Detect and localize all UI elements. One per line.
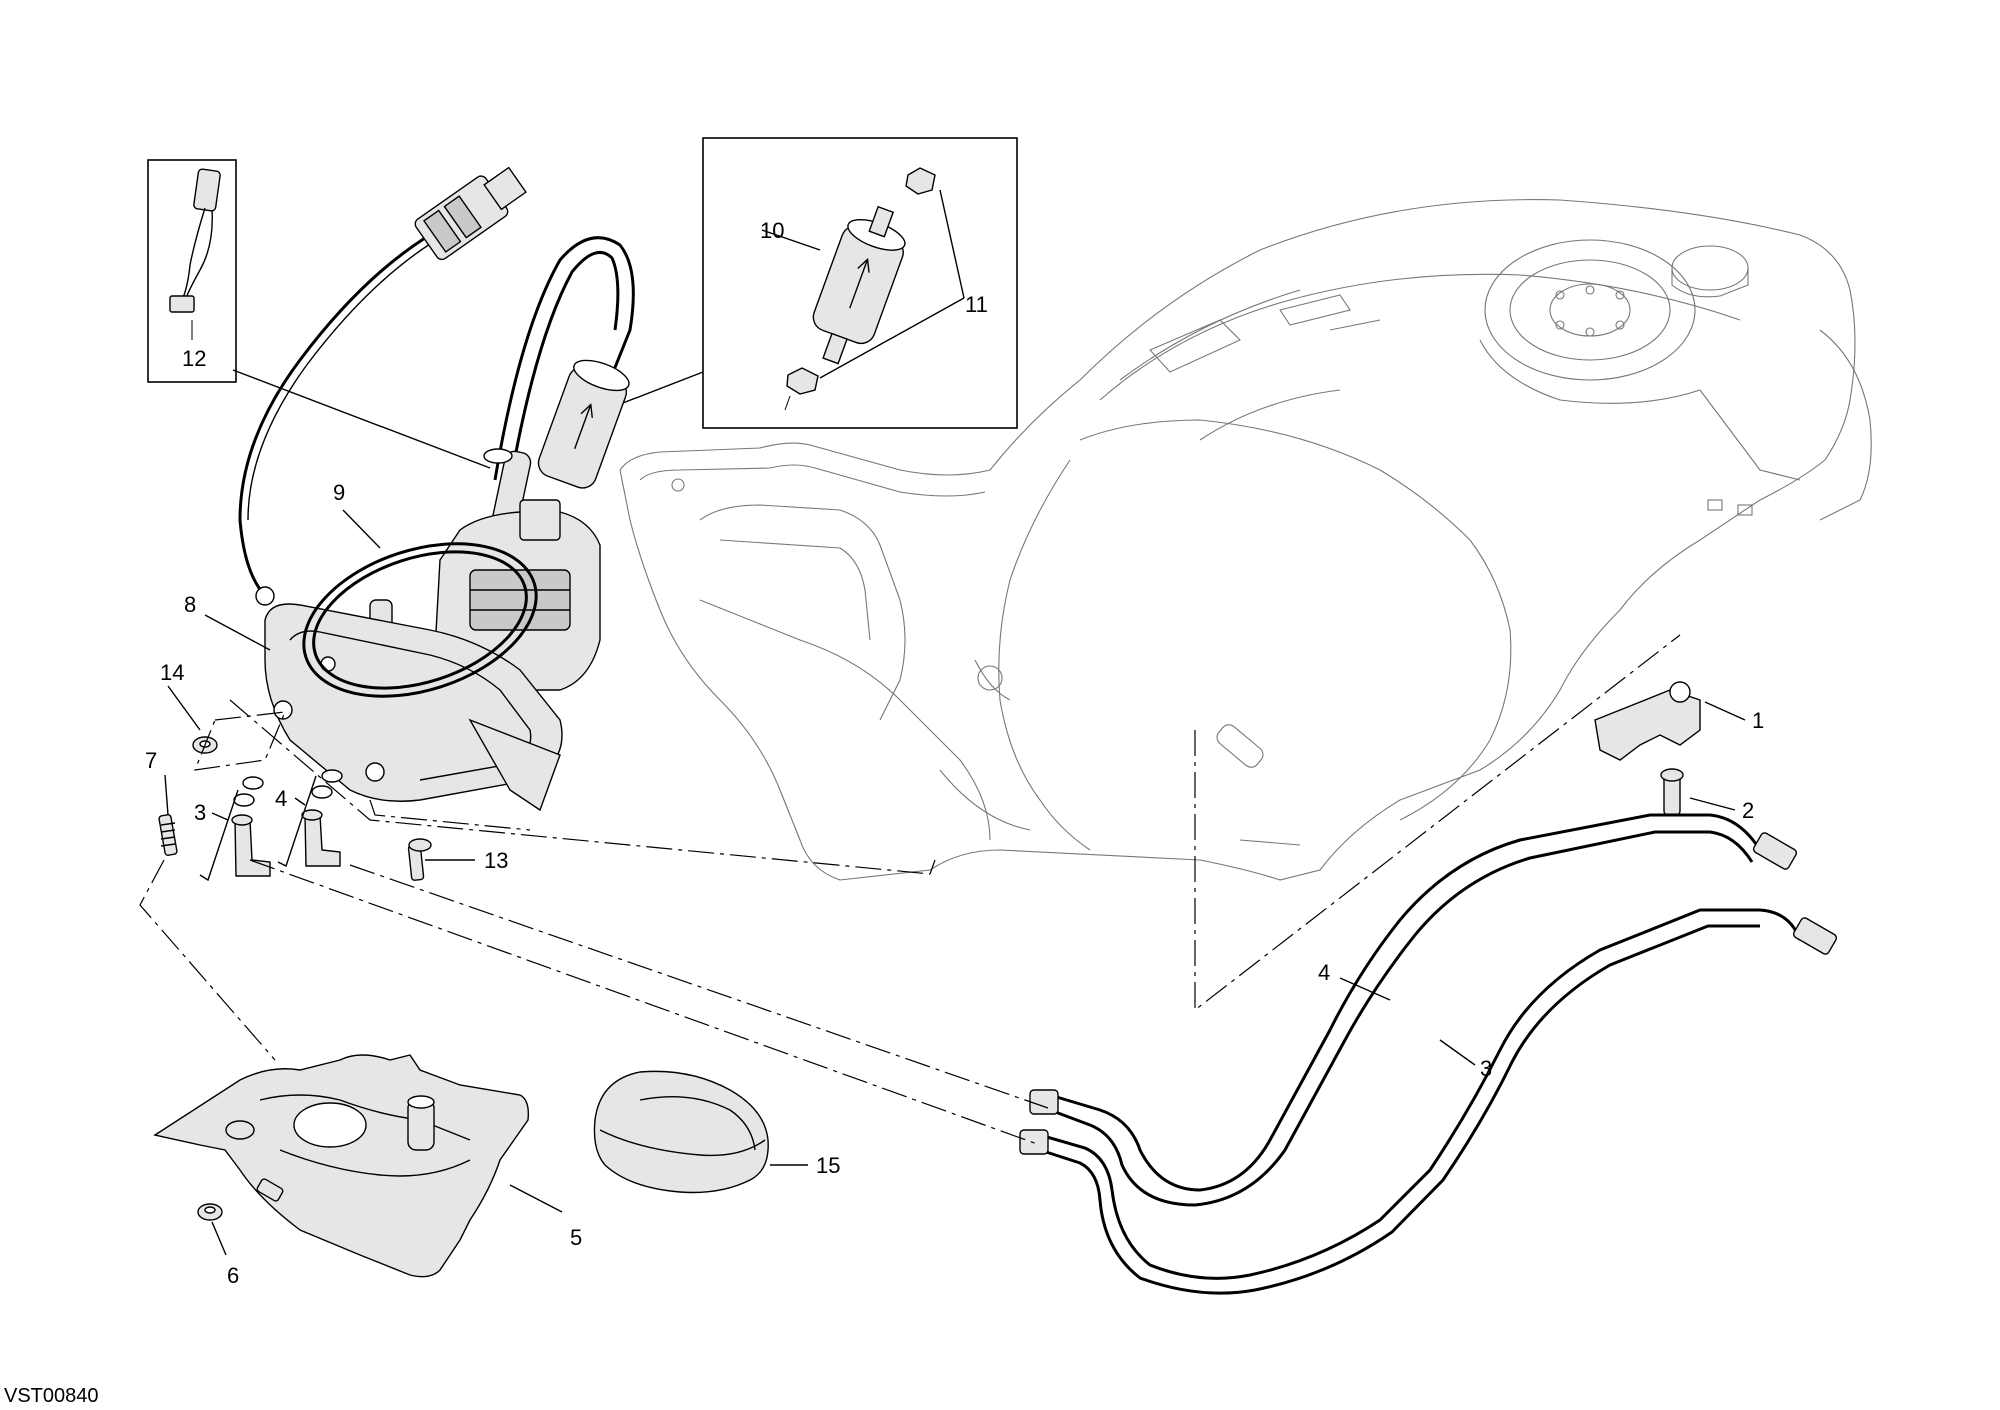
callout-2: 2 [1742, 798, 1754, 823]
fuel-hoses [1019, 813, 1838, 1295]
callout-14: 14 [160, 660, 184, 685]
fuel-pump-assembly [238, 166, 635, 812]
small-parts-left [158, 736, 432, 882]
callout-11: 11 [965, 292, 988, 317]
callout-10: 10 [760, 218, 784, 243]
callout-labels: 1 2 3 3 4 4 5 6 7 8 9 10 11 12 13 14 15 [145, 218, 1764, 1288]
callout-5: 5 [570, 1225, 582, 1250]
callout-13: 13 [484, 848, 508, 873]
inset-harness-detail [147, 159, 237, 383]
drawing-code: VST00840 [4, 1385, 99, 1407]
leader-lines [164, 369, 1746, 1256]
callout-15: 15 [816, 1153, 840, 1178]
callout-9: 9 [333, 480, 345, 505]
fuel-tank-outline [619, 199, 1872, 881]
callout-12: 12 [182, 346, 206, 371]
callout-4-hose: 4 [1318, 960, 1330, 985]
callout-7: 7 [145, 748, 157, 773]
bottom-cover [153, 1054, 530, 1278]
inset-fuel-filter-detail [609, 137, 1018, 429]
hose-clamp [1594, 681, 1701, 816]
callout-1: 1 [1752, 708, 1764, 733]
float-part [593, 1070, 769, 1194]
callout-3-hose: 3 [1480, 1056, 1492, 1081]
assembly-lines [139, 634, 1681, 1146]
callout-3-fitting: 3 [194, 800, 206, 825]
callout-4-fitting: 4 [275, 786, 287, 811]
callout-6: 6 [227, 1263, 239, 1288]
callout-8: 8 [184, 592, 196, 617]
